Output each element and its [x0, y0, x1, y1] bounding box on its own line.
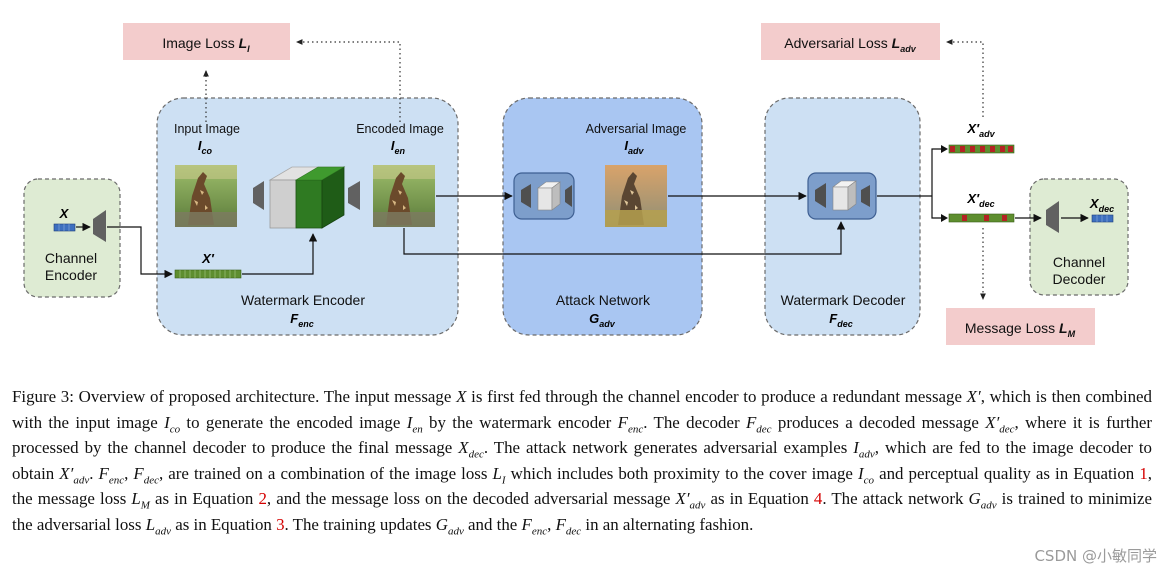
input-image-symbol: Ico [198, 138, 213, 156]
decoder-to-dec-message-arrowhead [941, 214, 948, 222]
redundant-message-to-encoder-arrow [242, 233, 318, 275]
adv-message-symbol: X′adv [966, 121, 995, 139]
decoder-output-split-arrows [877, 148, 943, 219]
channel-encoder-box [23, 178, 121, 298]
attack-network-icon [513, 172, 575, 220]
redundant-message-bar [174, 269, 242, 279]
input-image-label: Input Image [174, 122, 240, 136]
channel-decoder-output-symbol: Xdec [1089, 196, 1114, 214]
attack-network-label: Attack Network [556, 292, 651, 308]
channel-decoder-label-line1: Channel [1053, 254, 1105, 270]
dec-message-symbol: X′dec [966, 191, 994, 209]
adversarial-image-giraffe [605, 165, 667, 227]
encoded-image-to-decoder-arrow [403, 221, 846, 255]
watermark-encoder-symbol: Fenc [290, 311, 313, 329]
attack-network-symbol: Gadv [589, 311, 616, 329]
encoder-network-icon [253, 166, 360, 229]
input-image-giraffe [175, 165, 237, 227]
image-loss-label: Image Loss LI [162, 35, 250, 54]
message-loss-label: Message Loss LM [965, 320, 1076, 339]
encoded-image-to-image-loss-arrow [296, 39, 401, 122]
dec-message-bar [948, 213, 1015, 223]
architecture-diagram: Image Loss LI Adversarial Loss Ladv Mess… [23, 23, 1129, 345]
adv-message-to-adversarial-loss-arrow [946, 39, 984, 117]
channel-decoder-layer-icon [1046, 201, 1059, 233]
adv-message-bar [948, 144, 1015, 154]
image-loss-box [123, 23, 290, 60]
encoded-image-symbol: Ien [391, 138, 406, 156]
channel-encoder-layer-icon [93, 210, 106, 242]
equation-ref-2[interactable]: 2 [258, 489, 267, 509]
equation-ref-1[interactable]: 1 [1139, 463, 1148, 483]
redundant-message-symbol: X′ [201, 251, 215, 266]
equation-ref-3[interactable]: 3 [276, 514, 285, 534]
loss-arrows [203, 39, 986, 300]
watermark-encoder-label: Watermark Encoder [241, 292, 365, 308]
channel-encoder-input-symbol: X [59, 206, 70, 221]
channel-encoder-label-line2: Encoder [45, 267, 97, 283]
equation-ref-4[interactable]: 4 [813, 489, 823, 509]
channel-decoder-label-line2: Decoder [1053, 271, 1106, 287]
adversarial-image-label: Adversarial Image [586, 122, 687, 136]
attack-network-box [502, 97, 703, 336]
watermark-decoder-label: Watermark Decoder [781, 292, 906, 308]
adversarial-loss-box [761, 23, 940, 60]
encoded-image-giraffe [373, 165, 435, 227]
input-message-bar [53, 223, 76, 232]
message-loss-box [946, 308, 1095, 345]
encoder-to-redundant-message-arrow [107, 226, 173, 279]
decoder-network-icon [807, 172, 877, 220]
encoded-image-label: Encoded Image [356, 122, 444, 136]
csdn-watermark: CSDN @小敏同学 [1034, 547, 1157, 565]
adversarial-loss-label: Adversarial Loss Ladv [784, 35, 916, 54]
watermark-decoder-symbol: Fdec [829, 311, 852, 329]
figure-caption: Figure 3: Overview of proposed architect… [12, 387, 1153, 538]
adversarial-image-symbol: Iadv [624, 138, 644, 156]
output-message-bar [1091, 214, 1114, 223]
decoder-to-adv-message-arrowhead [941, 145, 948, 153]
channel-encoder-label-line1: Channel [45, 250, 97, 266]
